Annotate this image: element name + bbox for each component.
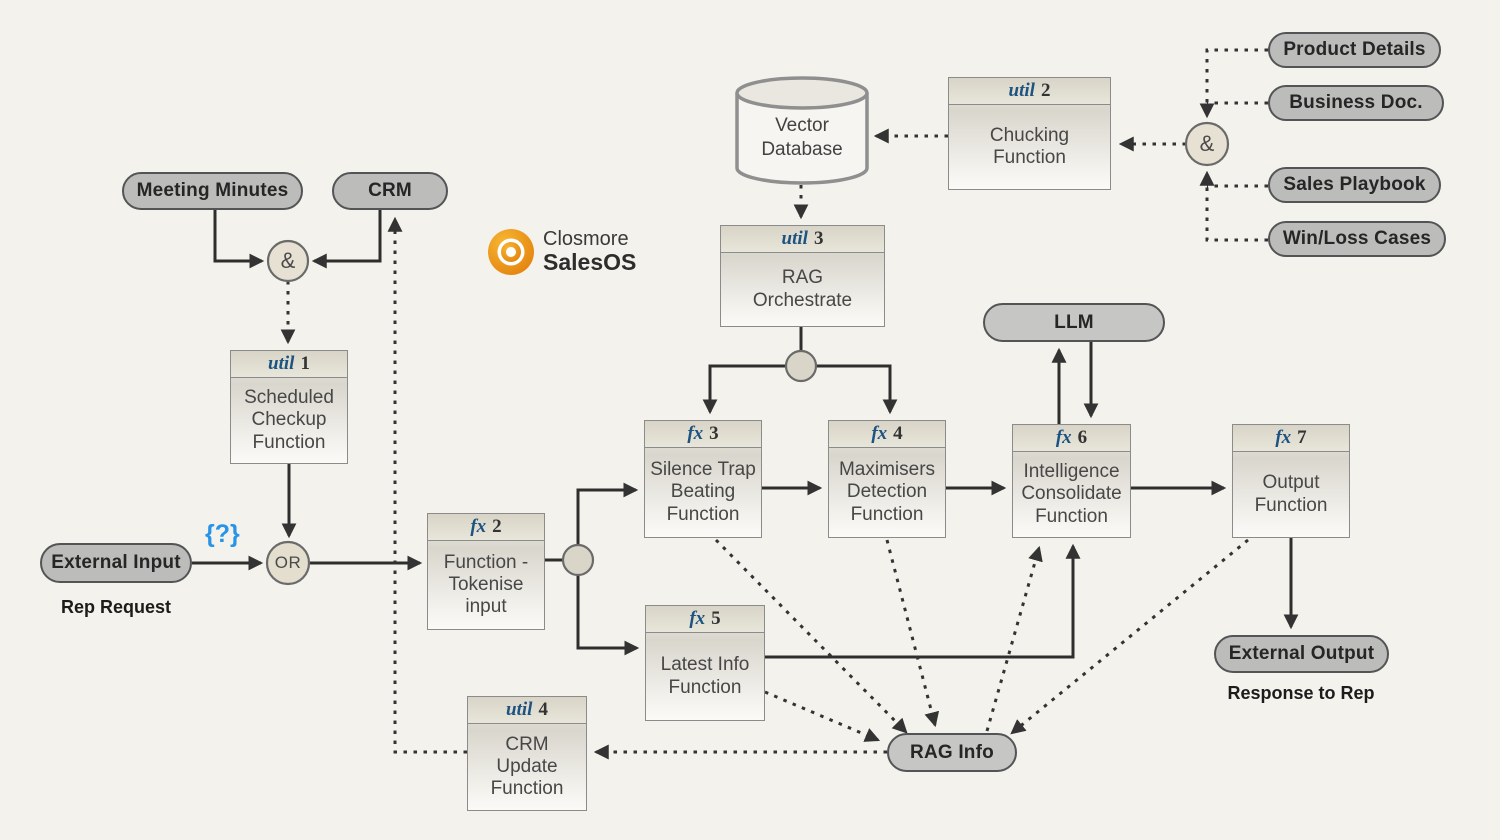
logo-company-name: Closmore <box>543 228 629 250</box>
box-title: Scheduled Checkup Function <box>244 387 334 453</box>
box-kind-label: util <box>268 353 295 374</box>
node-fx3-silence-trap: fx 3 Silence Trap Beating Function <box>644 420 762 538</box>
box-header: util 3 <box>721 226 884 253</box>
box-kind-label: fx <box>1275 427 1292 448</box>
box-number: 2 <box>1040 80 1051 101</box>
node-fx6-intelligence-consolidate: fx 6 Intelligence Consolidate Function <box>1012 424 1131 538</box>
box-number: 4 <box>893 423 903 444</box>
box-kind-label: util <box>1008 80 1035 101</box>
node-crm: CRM <box>332 172 448 210</box>
box-kind-label: fx <box>470 516 487 537</box>
vector-database-cylinder <box>735 76 869 185</box>
box-number: 3 <box>813 228 824 249</box>
box-header: util 2 <box>949 78 1110 105</box>
closmore-logo-icon <box>488 229 534 275</box>
box-number: 2 <box>492 516 502 537</box>
box-title: Output Function <box>1254 472 1328 516</box>
node-llm: LLM <box>983 303 1165 342</box>
node-external-input: External Input <box>40 543 192 583</box>
node-fx7-output-function: fx 7 Output Function <box>1232 424 1350 538</box>
solid-connectors <box>192 210 1299 659</box>
node-business-doc: Business Doc. <box>1268 85 1444 121</box>
box-number: 5 <box>711 608 721 629</box>
box-header: fx 7 <box>1233 425 1349 452</box>
response-to-rep-caption: Response to Rep <box>1227 683 1375 703</box>
box-title: Intelligence Consolidate Function <box>1021 461 1122 527</box>
node-util4-crm-update: util 4 CRM Update Function <box>467 696 587 811</box>
and-gate-right-label: & <box>1199 131 1215 156</box>
node-fx5-latest-info: fx 5 Latest Info Function <box>645 605 765 721</box>
node-util2-chucking: util 2 Chucking Function <box>948 77 1111 190</box>
node-util3-rag-orchestrate: util 3 RAG Orchestrate <box>720 225 885 327</box>
question-braces-icon: {?} <box>205 520 240 548</box>
node-util1-scheduled-checkup: util 1 Scheduled Checkup Function <box>230 350 348 464</box>
box-title: RAG Orchestrate <box>752 267 853 311</box>
box-header: fx 4 <box>829 421 945 448</box>
box-title: Function - Tokenise input <box>443 551 529 618</box>
dashed-connectors <box>280 48 1268 760</box>
box-kind-label: fx <box>687 423 704 444</box>
box-title: Chucking Function <box>989 124 1070 168</box>
box-header: fx 6 <box>1013 425 1130 452</box>
node-external-output: External Output <box>1214 635 1389 673</box>
node-sales-playbook: Sales Playbook <box>1268 167 1441 203</box>
box-header: fx 3 <box>645 421 761 448</box>
box-header: util 4 <box>468 697 586 724</box>
node-rag-info: RAG Info <box>887 733 1017 772</box>
node-product-details: Product Details <box>1268 32 1441 68</box>
or-gate-label: OR <box>274 553 302 572</box>
box-title: CRM Update Function <box>490 733 564 800</box>
box-title: Latest Info Function <box>660 654 750 698</box>
box-kind-label: util <box>506 699 533 720</box>
rep-request-caption: Rep Request <box>60 597 172 617</box>
box-number: 6 <box>1077 427 1088 448</box>
box-kind-label: fx <box>871 423 888 444</box>
box-number: 7 <box>1297 427 1307 448</box>
box-kind-label: fx <box>689 608 706 629</box>
box-header: fx 2 <box>428 514 544 541</box>
box-number: 4 <box>538 699 548 720</box>
box-kind-label: util <box>781 228 808 249</box>
box-title: Silence Trap Beating Function <box>650 459 756 525</box>
and-gate-left-label: & <box>280 248 296 273</box>
box-kind-label: fx <box>1055 427 1072 448</box>
box-header: util 1 <box>231 351 347 378</box>
box-header: fx 5 <box>646 606 764 633</box>
node-meeting-minutes: Meeting Minutes <box>122 172 303 210</box>
box-number: 3 <box>709 423 719 444</box>
closmore-salesos-logo: Closmore SalesOS <box>543 228 636 275</box>
box-number: 1 <box>300 353 310 374</box>
vector-database-label: Vector Database <box>761 114 843 160</box>
box-title: Maximisers Detection Function <box>838 459 936 525</box>
node-fx4-maximisers-detection: fx 4 Maximisers Detection Function <box>828 420 946 538</box>
logo-product-name: SalesOS <box>543 249 637 275</box>
node-fx2-tokenise-input: fx 2 Function - Tokenise input <box>427 513 545 630</box>
node-win-loss-cases: Win/Loss Cases <box>1268 221 1446 257</box>
gate-circles <box>265 121 1230 586</box>
